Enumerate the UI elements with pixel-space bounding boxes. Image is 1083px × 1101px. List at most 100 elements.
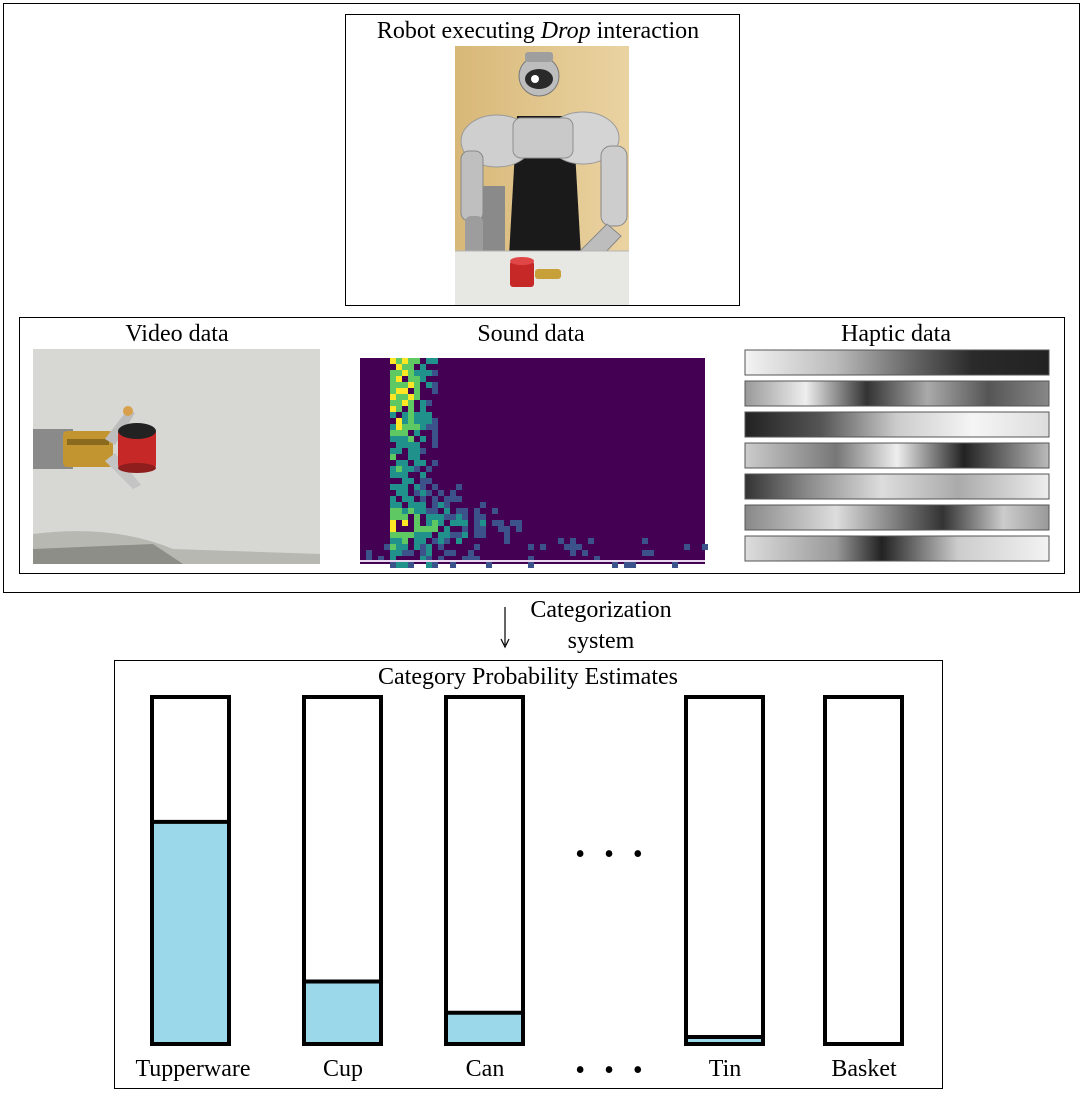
spectrogram-cell <box>426 424 432 430</box>
spectrogram-cell <box>474 544 480 550</box>
spectrogram-cell <box>438 544 444 550</box>
spectrogram-cell <box>390 550 396 556</box>
video-frame <box>33 349 320 564</box>
category-label-basket: Basket <box>831 1056 897 1082</box>
probability-fill-tin <box>686 1037 763 1044</box>
spectrogram-cell <box>438 514 444 520</box>
spectrogram-cell <box>414 382 420 388</box>
spectrogram-cell <box>438 538 444 544</box>
category-chart-panel <box>114 660 943 1089</box>
spectrogram-cell <box>426 514 432 520</box>
spectrogram-cell <box>456 484 462 490</box>
spectrogram-cell <box>438 490 444 496</box>
spectrogram-cell <box>378 556 384 562</box>
spectrogram-cell <box>414 484 420 490</box>
robot-title-prefix: Robot executing <box>376 18 535 44</box>
spectrogram-cell <box>420 490 426 496</box>
spectrogram-cell <box>396 442 402 448</box>
spectrogram-cell <box>402 544 408 550</box>
spectrogram-cell <box>426 544 432 550</box>
spectrogram-cell <box>408 364 414 370</box>
spectrogram-cell <box>402 436 408 442</box>
spectrogram-cell <box>474 508 480 514</box>
spectrogram-cell <box>408 550 414 556</box>
spectrogram-cell <box>432 388 438 394</box>
probability-bar-cup <box>302 695 383 1046</box>
spectrogram-cell <box>444 496 450 502</box>
spectrogram-cell <box>390 496 396 502</box>
spectrogram-cell <box>414 412 420 418</box>
spectrogram-cell <box>516 520 522 526</box>
category-label-tupperware: Tupperware <box>135 1056 251 1082</box>
spectrogram-cell <box>402 478 408 484</box>
spectrogram-cell <box>474 532 480 538</box>
spectrogram-cell <box>462 532 468 538</box>
spectrogram-cell <box>456 496 462 502</box>
spectrogram-cell <box>420 424 426 430</box>
robot-title: Robot executing Drop interaction <box>377 19 699 43</box>
spectrogram-cell <box>432 514 438 520</box>
spectrogram-cell <box>414 532 420 538</box>
spectrogram-cell <box>432 526 438 532</box>
spectrogram-cell <box>648 550 654 556</box>
spectrogram-cell <box>420 496 426 502</box>
spectrogram-cell <box>414 466 420 472</box>
spectrogram-cell <box>528 562 534 568</box>
spectrogram-cell <box>450 532 456 538</box>
spectrogram-cell <box>366 550 372 556</box>
spectrogram-cell <box>414 508 420 514</box>
spectrogram-cell <box>390 556 396 562</box>
spectrogram-cell <box>630 562 636 568</box>
down-arrow-icon <box>500 607 510 649</box>
spectrogram-cell <box>414 502 420 508</box>
spectrogram-cell <box>468 556 474 562</box>
spectrogram-cell <box>462 526 468 532</box>
spectrogram-cell <box>396 544 402 550</box>
spectrogram-cell <box>444 508 450 514</box>
spectrogram-cell <box>396 472 402 478</box>
spectrogram-cell <box>408 502 414 508</box>
spectrogram-cell <box>426 412 432 418</box>
spectrogram-cell <box>432 508 438 514</box>
spectrogram-cell <box>402 418 408 424</box>
spectrogram-cell <box>390 502 396 508</box>
sound-label: Sound data <box>477 321 585 347</box>
spectrogram-cell <box>486 562 492 568</box>
spectrogram-cell <box>402 460 408 466</box>
arrow-label-line2: system <box>567 628 635 654</box>
spectrogram-cell <box>432 562 438 568</box>
spectrogram-cell <box>396 418 402 424</box>
spectrogram-cell <box>474 556 480 562</box>
spectrogram-cell <box>396 532 402 538</box>
probability-frame-basket <box>823 695 904 1046</box>
spectrogram-cell <box>402 382 408 388</box>
spectrogram-cell <box>444 514 450 520</box>
spectrogram-cell <box>408 376 414 382</box>
spectrogram-cell <box>432 460 438 466</box>
spectrogram-cell <box>420 370 426 376</box>
spectrogram-cell <box>396 514 402 520</box>
spectrogram-cell <box>498 526 504 532</box>
spectrogram-cell <box>402 358 408 364</box>
spectrogram-cell <box>390 466 396 472</box>
spectrogram-cell <box>402 538 408 544</box>
spectrogram-cell <box>480 514 486 520</box>
spectrogram-cell <box>408 424 414 430</box>
spectrogram-cell <box>402 520 408 526</box>
arrow-label-line1: Categorization <box>530 597 672 623</box>
probability-frame-cup <box>302 695 383 1046</box>
spectrogram-cell <box>402 484 408 490</box>
spectrogram-cell <box>390 484 396 490</box>
spectrogram-cell <box>438 502 444 508</box>
spectrogram-cell <box>432 370 438 376</box>
spectrogram-cell <box>390 538 396 544</box>
spectrogram-cell <box>444 502 450 508</box>
spectrogram-cell <box>408 448 414 454</box>
spectrogram-cell <box>480 502 486 508</box>
spectrogram-cell <box>396 358 402 364</box>
spectrogram-cell <box>390 448 396 454</box>
spectrogram-cell <box>408 454 414 460</box>
spectrogram-cell <box>480 526 486 532</box>
spectrogram-cell <box>390 388 396 394</box>
spectrogram-cell <box>462 514 468 520</box>
